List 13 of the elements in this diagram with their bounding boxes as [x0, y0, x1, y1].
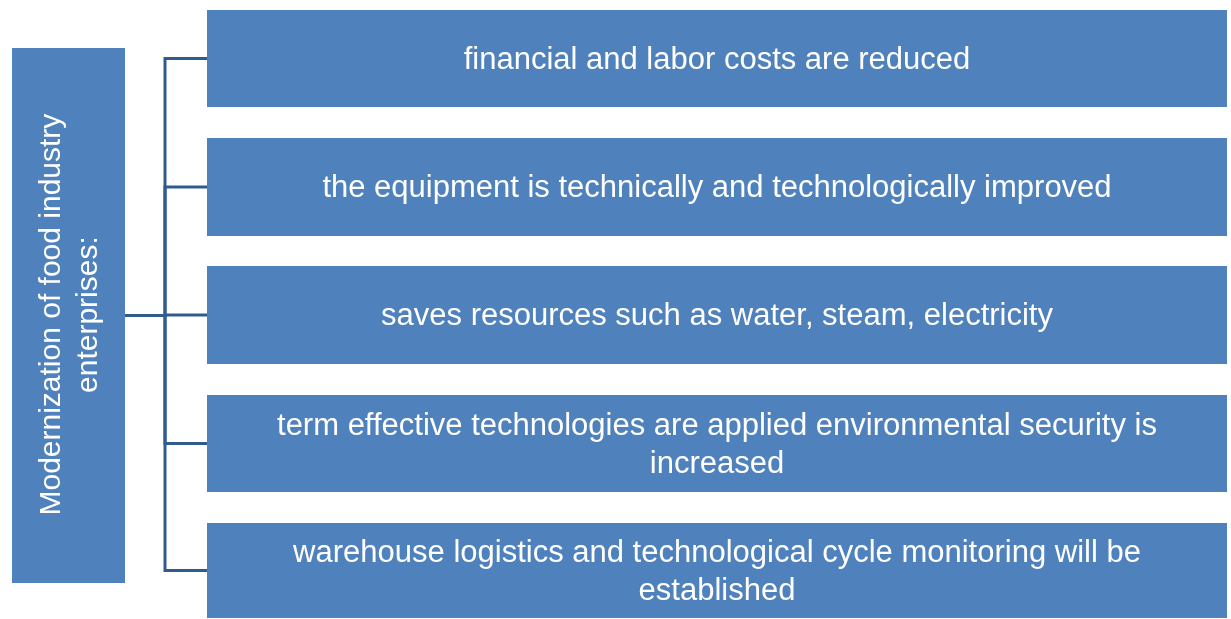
box-text: the equipment is technically and technologically improved — [321, 168, 1113, 206]
result-box — [207, 395, 1227, 492]
result-box — [207, 266, 1227, 364]
result-box — [207, 10, 1227, 107]
vertical-title-box — [12, 48, 125, 583]
box-text: saves resources such as water, steam, electricity — [380, 296, 1054, 334]
result-box — [207, 138, 1227, 236]
result-box — [207, 523, 1227, 618]
box-text: warehouse logistics and technological cycle monitoring will be established — [292, 532, 1142, 609]
box-text: Modernization of food industry enterprises: — [31, 112, 104, 518]
bracket-connector — [125, 314, 207, 572]
box-text: term effective technologies are applied environmental security is increased — [276, 405, 1158, 482]
box-text: financial and labor costs are reduced — [462, 39, 972, 78]
